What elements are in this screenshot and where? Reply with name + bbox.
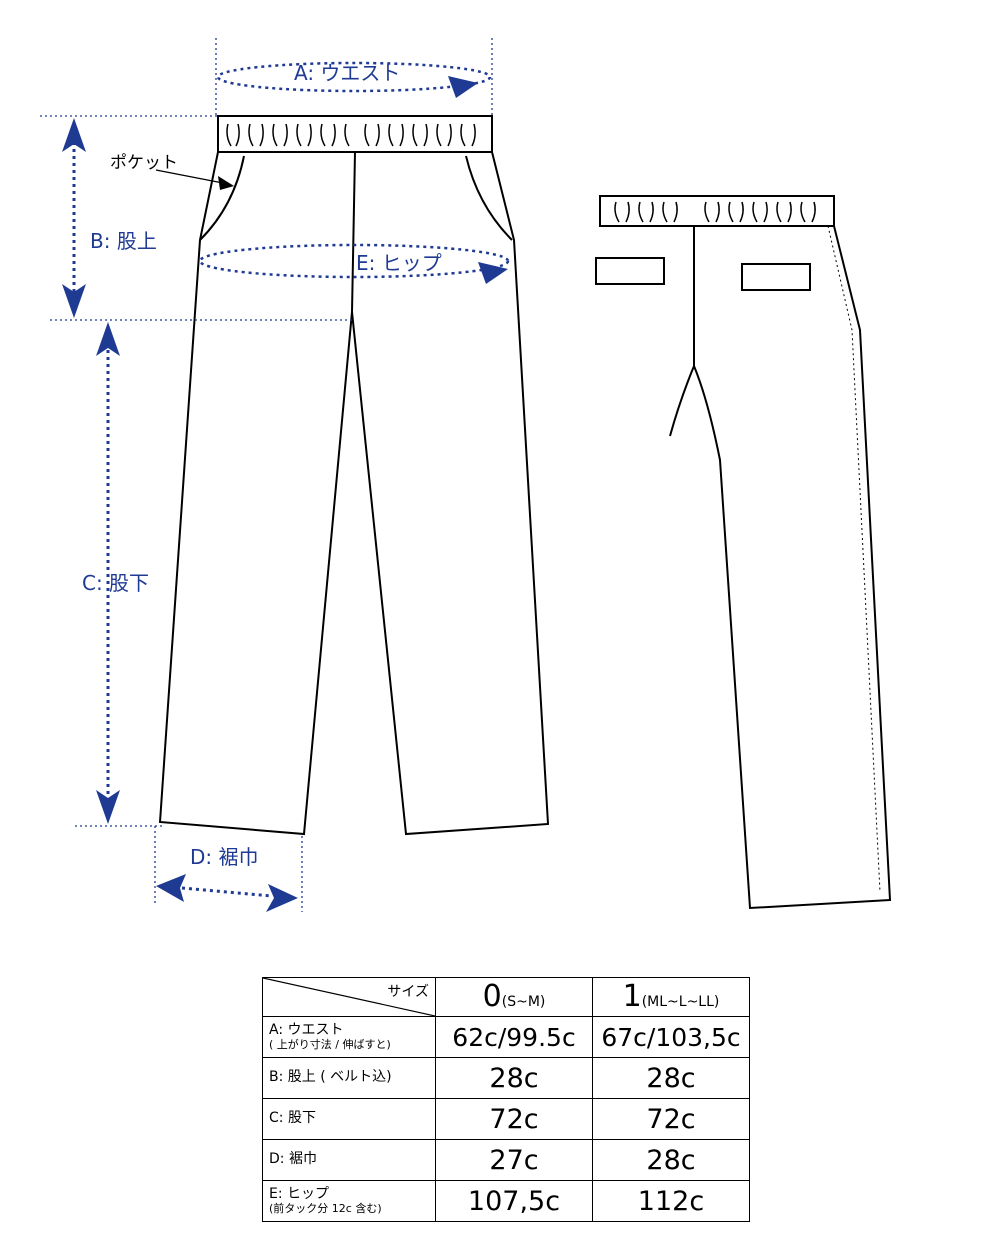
back-pocket-right bbox=[741, 263, 811, 291]
label-rise: B: 股上 bbox=[90, 229, 157, 253]
back-crotch-curve bbox=[669, 365, 695, 437]
waist-measure bbox=[216, 61, 492, 98]
size-0-range: (S~M) bbox=[501, 994, 546, 1010]
pocket-pointer bbox=[155, 169, 234, 190]
size-header-1: 1(ML~L~LL) bbox=[592, 977, 750, 1017]
value-hip-size0: 107,5c bbox=[435, 1180, 593, 1222]
hem-measure bbox=[156, 874, 298, 912]
value-waist-size1: 67c/103,5c bbox=[592, 1016, 750, 1058]
hip-measure bbox=[198, 243, 510, 284]
back-waistband bbox=[599, 195, 835, 227]
size-header-0: 0(S~M) bbox=[435, 977, 593, 1017]
back-side-seam bbox=[827, 225, 881, 893]
label-pocket: ポケット bbox=[110, 153, 178, 173]
table-row: A: ウエスト( 上がり寸法 / 伸ばすと) 62c/99.5c 67c/103… bbox=[262, 1016, 750, 1058]
size-0-number: 0 bbox=[482, 979, 502, 1014]
value-rise-size1: 28c bbox=[592, 1057, 750, 1099]
value-rise-size0: 28c bbox=[435, 1057, 593, 1099]
front-fly-line bbox=[351, 151, 356, 313]
row-label-hem: D: 裾巾 bbox=[262, 1139, 436, 1181]
waist-arrowhead bbox=[448, 76, 478, 98]
back-view bbox=[595, 195, 892, 910]
row-label-hip: E: ヒップ(前タック分 12c 含む) bbox=[262, 1180, 436, 1222]
row-label-inseam: C: 股下 bbox=[262, 1098, 436, 1140]
corner-label: サイズ bbox=[387, 984, 429, 1000]
back-pocket-left bbox=[595, 257, 665, 285]
value-hem-size0: 27c bbox=[435, 1139, 593, 1181]
label-hem: D: 裾巾 bbox=[190, 845, 259, 869]
back-pants-outline bbox=[693, 225, 892, 910]
corner-diagonal bbox=[263, 978, 435, 1016]
value-hem-size1: 28c bbox=[592, 1139, 750, 1181]
label-hip: E: ヒップ bbox=[356, 251, 442, 275]
table-header-row: サイズ 0(S~M) 1(ML~L~LL) bbox=[262, 977, 750, 1017]
value-hip-size1: 112c bbox=[592, 1180, 750, 1222]
row-label-waist: A: ウエスト( 上がり寸法 / 伸ばすと) bbox=[262, 1016, 436, 1058]
label-waist: A: ウエスト bbox=[294, 61, 400, 85]
pants-diagram: A: ウエスト B: 股上 E: ヒップ C: 股下 D: 裾巾 ポケット bbox=[40, 38, 892, 912]
size-table: サイズ 0(S~M) 1(ML~L~LL) A: ウエスト( 上がり寸法 / 伸… bbox=[262, 977, 750, 1222]
table-row: C: 股下 72c 72c bbox=[262, 1098, 750, 1140]
size-1-range: (ML~L~LL) bbox=[641, 994, 720, 1010]
hip-arrowhead bbox=[478, 262, 508, 284]
left-pocket bbox=[199, 155, 245, 241]
right-pocket bbox=[465, 155, 513, 241]
label-inseam: C: 股下 bbox=[82, 571, 149, 595]
value-inseam-size0: 72c bbox=[435, 1098, 593, 1140]
front-waistband-gathers bbox=[226, 123, 476, 147]
inseam-measure bbox=[96, 322, 120, 824]
table-row: D: 裾巾 27c 28c bbox=[262, 1139, 750, 1181]
value-inseam-size1: 72c bbox=[592, 1098, 750, 1140]
row-label-rise: B: 股上 ( ベルト込) bbox=[262, 1057, 436, 1099]
guide-lines bbox=[40, 38, 493, 912]
front-view bbox=[158, 115, 550, 836]
table-row: E: ヒップ(前タック分 12c 含む) 107,5c 112c bbox=[262, 1180, 750, 1222]
rise-measure bbox=[62, 118, 86, 318]
table-corner-cell: サイズ bbox=[262, 977, 436, 1017]
value-waist-size0: 62c/99.5c bbox=[435, 1016, 593, 1058]
size-1-number: 1 bbox=[622, 979, 642, 1014]
back-waistband-gathers bbox=[614, 201, 816, 223]
table-row: B: 股上 ( ベルト込) 28c 28c bbox=[262, 1057, 750, 1099]
